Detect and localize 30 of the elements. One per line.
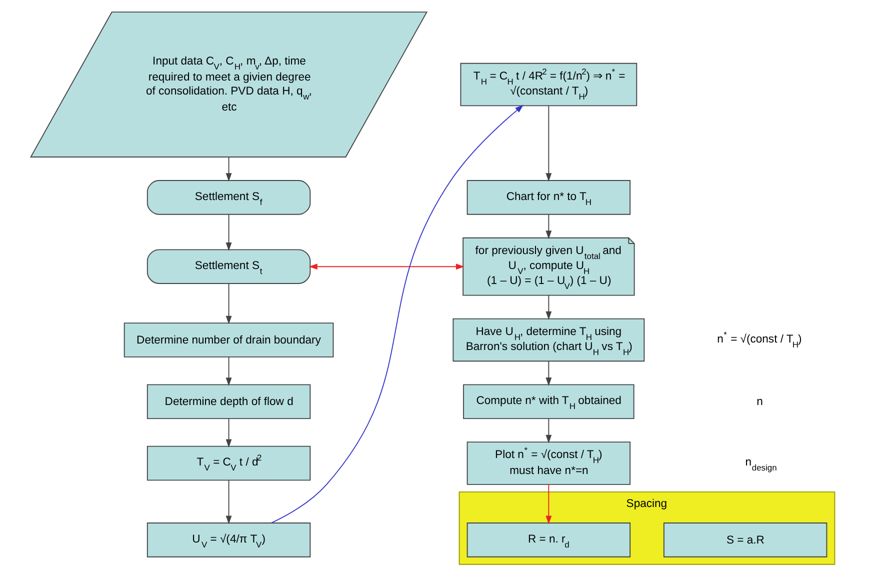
node-box: S = a.R [662, 522, 827, 558]
node-box: Have U$_{H}$, determine T$_{H}$ using Barron's solution (chart U$_{H}$ vs T$_{H}$) [452, 318, 644, 362]
node-box: Settlement S$_{t}$ [146, 249, 310, 284]
arrow [545, 214, 552, 240]
arrow [225, 480, 232, 524]
arrow [225, 214, 232, 251]
node-box: Compute n* with T$_{H}$ obtained [462, 384, 634, 420]
label: n [756, 396, 762, 408]
arrow [545, 105, 552, 182]
arrow [225, 418, 232, 448]
node-box: T$_{V}$ = C$_{V}$ t / d$^{2}$ [146, 446, 310, 481]
arrow [225, 356, 232, 386]
arrow [308, 264, 464, 270]
arrow [270, 104, 524, 524]
node-box: Plot n$^{*}$ = √(const / T$_{H}$) must have n*=n [466, 442, 630, 485]
node-box: T$_{H}$ = C$_{H}$ t / 4R$^{2}$ = f(1/n$^{2}$) ⇒ n$^{*}$ = √(constant / T$_{H}$) [460, 62, 637, 106]
node-box: Determine depth of flow d [146, 384, 310, 420]
node-box: U$_{V}$ = √(4/π T$_{V}$) [146, 522, 310, 558]
arrow [225, 156, 232, 182]
label: n$_{design}$ [744, 456, 776, 473]
node-box: R = n. r$_{d}$ [466, 522, 630, 558]
arrow [545, 294, 552, 320]
arrow [545, 361, 552, 386]
arrow [225, 283, 232, 324]
arrow [545, 484, 552, 524]
node-box: Determine number of drain boundary [123, 322, 334, 358]
node-box: Settlement S$_{f}$ [146, 180, 310, 215]
label: n$^{*}$ = √(const / T$_{H}$) [716, 329, 802, 350]
node-box: Chart for n* to T$_{H}$ [466, 180, 630, 215]
arrow [545, 418, 552, 444]
